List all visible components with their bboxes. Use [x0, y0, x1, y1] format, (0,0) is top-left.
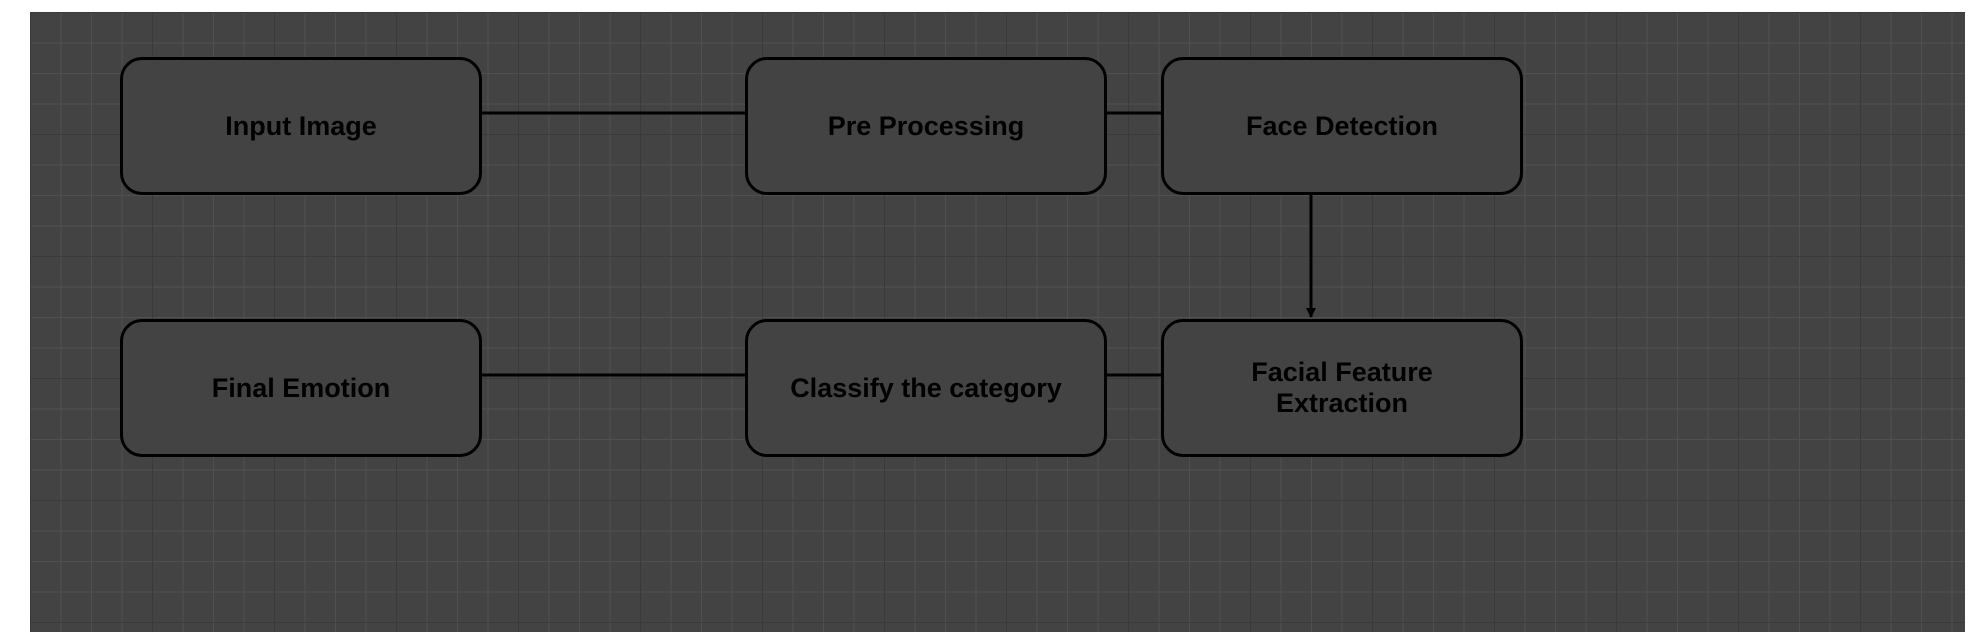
node-label: Final Emotion	[211, 372, 391, 403]
node-label: Classify the category	[790, 372, 1062, 403]
node-final-emotion[interactable]: Final Emotion	[120, 319, 482, 457]
node-input-image[interactable]: Input Image	[120, 57, 482, 195]
node-label: Face Detection	[1245, 110, 1439, 141]
node-label: Pre Processing	[827, 110, 1025, 141]
node-label: Input Image	[225, 110, 377, 141]
node-label: Facial Feature Extraction	[1251, 357, 1433, 418]
node-pre-processing[interactable]: Pre Processing	[745, 57, 1107, 195]
node-face-detection[interactable]: Face Detection	[1161, 57, 1523, 195]
node-classify-the-category[interactable]: Classify the category	[745, 319, 1107, 457]
diagram-canvas: Input Image Pre Processing Face Detectio…	[30, 12, 1965, 632]
node-facial-feature-extraction[interactable]: Facial Feature Extraction	[1161, 319, 1523, 457]
